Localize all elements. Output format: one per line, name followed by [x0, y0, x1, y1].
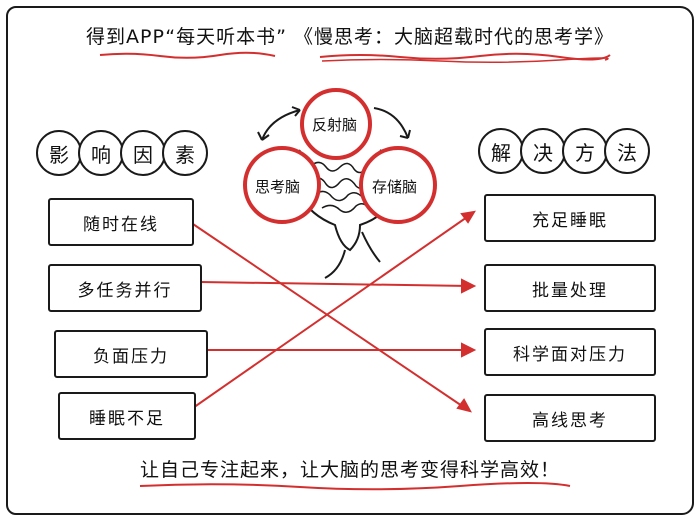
arrow-sleep-to-sleep [189, 214, 471, 411]
right-header-char: 决 [520, 128, 566, 174]
factor-box: 负面压力 [54, 330, 208, 378]
brain-label-reflex: 反射脑 [312, 116, 358, 134]
brain-label-thinking: 思考脑 [255, 178, 301, 196]
left-header-char: 素 [162, 130, 208, 176]
title-underline-left [99, 51, 276, 59]
solution-box: 高线思考 [484, 394, 656, 442]
arrow-right-curve [373, 107, 409, 139]
brain-label-storage: 存储脑 [372, 178, 418, 196]
factor-box: 多任务并行 [48, 264, 202, 312]
brain-circle-thinking [243, 146, 321, 224]
right-header-char: 方 [562, 128, 608, 174]
right-header-char: 解 [478, 128, 524, 174]
title-underline-right [319, 52, 611, 61]
title-book: 《慢思考：大脑超载时代的思考学》 [293, 26, 614, 48]
right-header-char: 法 [604, 128, 650, 174]
left-header: 影 响 因 素 [36, 130, 208, 176]
right-header: 解 决 方 法 [478, 128, 650, 174]
footer-underline [139, 482, 571, 491]
solution-box: 科学面对压力 [484, 328, 656, 376]
title-underline-right-2 [321, 57, 609, 64]
arrow-online-to-batch [189, 221, 469, 411]
brain-circle-reflex [300, 88, 372, 160]
arrow-left-curve [261, 109, 301, 141]
footer-slogan: 让自己专注起来，让大脑的思考变得科学高效！ [139, 459, 560, 481]
solution-box: 充足睡眠 [484, 194, 656, 242]
left-header-char: 响 [78, 130, 124, 176]
factor-box: 随时在线 [48, 198, 194, 246]
page-title: 得到APP“每天听本书” 《慢思考：大脑超载时代的思考学》 [70, 22, 630, 49]
left-header-char: 因 [120, 130, 166, 176]
title-source: 得到APP“每天听本书” [85, 26, 287, 48]
factor-box: 睡眠不足 [58, 392, 196, 440]
arrow-multitask-to-batch [199, 281, 471, 287]
left-header-char: 影 [36, 130, 82, 176]
brain-circle-storage [359, 146, 437, 224]
solution-box: 批量处理 [484, 264, 656, 312]
